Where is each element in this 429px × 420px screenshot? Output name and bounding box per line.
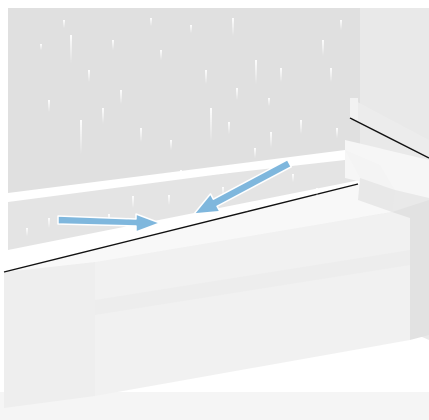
- tub-front-panel: [4, 262, 95, 408]
- right-arrow: [193, 159, 292, 215]
- back-wall: [8, 8, 360, 195]
- right-wall-shelf-front: [350, 98, 358, 120]
- right-wall-shelf-top: [350, 98, 429, 160]
- left-arrow: [57, 213, 161, 233]
- lower-wall-band: [8, 160, 360, 250]
- wall-ledge-strip: [8, 150, 350, 202]
- tub-shade-band: [95, 250, 410, 315]
- tub-right-side: [392, 200, 429, 340]
- tub-end-step: [345, 150, 395, 190]
- tub-wall-seam-line: [3, 183, 359, 273]
- tub-end-step-shade: [358, 178, 395, 212]
- tub-front-face: [95, 212, 410, 396]
- tub-rim: [4, 184, 392, 272]
- water-drips: [26, 18, 342, 236]
- right-wall-shelf: [345, 140, 429, 198]
- shelf-edge-line: [349, 117, 429, 159]
